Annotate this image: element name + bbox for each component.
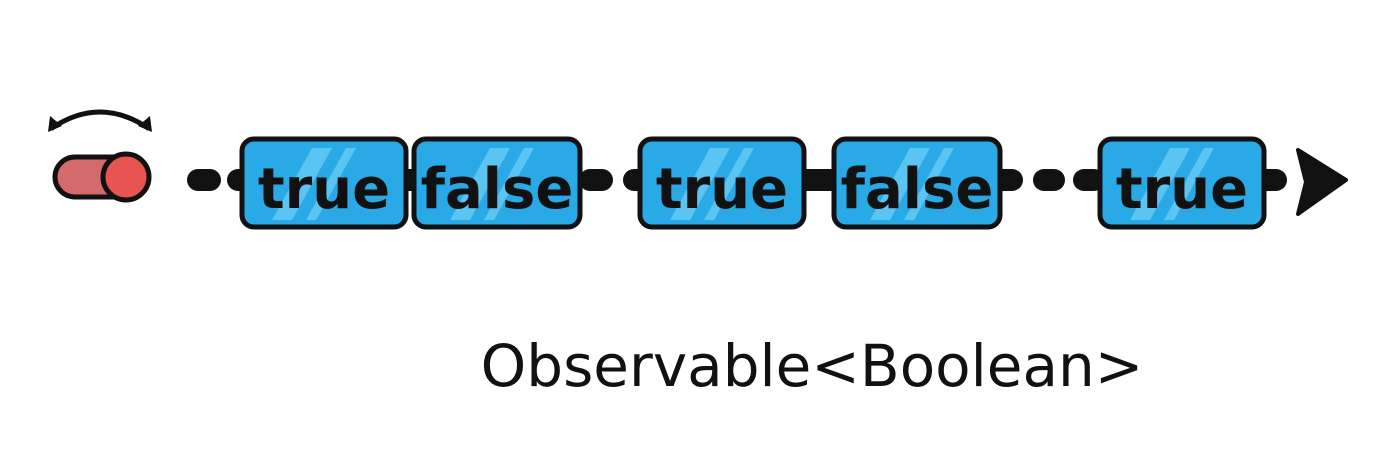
stream-item: false — [831, 136, 1003, 230]
stream-item-label: true — [1116, 157, 1248, 222]
stream-item: false — [411, 136, 583, 230]
arrow-head-icon — [1296, 148, 1348, 216]
stream-item-label: true — [656, 157, 788, 222]
double-arrow-arc-icon — [48, 109, 152, 132]
toggle-switch-icon[interactable] — [52, 151, 152, 203]
caption-text: Observable<Boolean> — [481, 332, 1144, 400]
stream-item-label: false — [841, 157, 994, 222]
stream-item-label: false — [421, 157, 574, 222]
stream-item: true — [637, 136, 807, 230]
stream-item-label: true — [258, 157, 390, 222]
stream-item: true — [1097, 136, 1267, 230]
stream-item: true — [239, 136, 409, 230]
